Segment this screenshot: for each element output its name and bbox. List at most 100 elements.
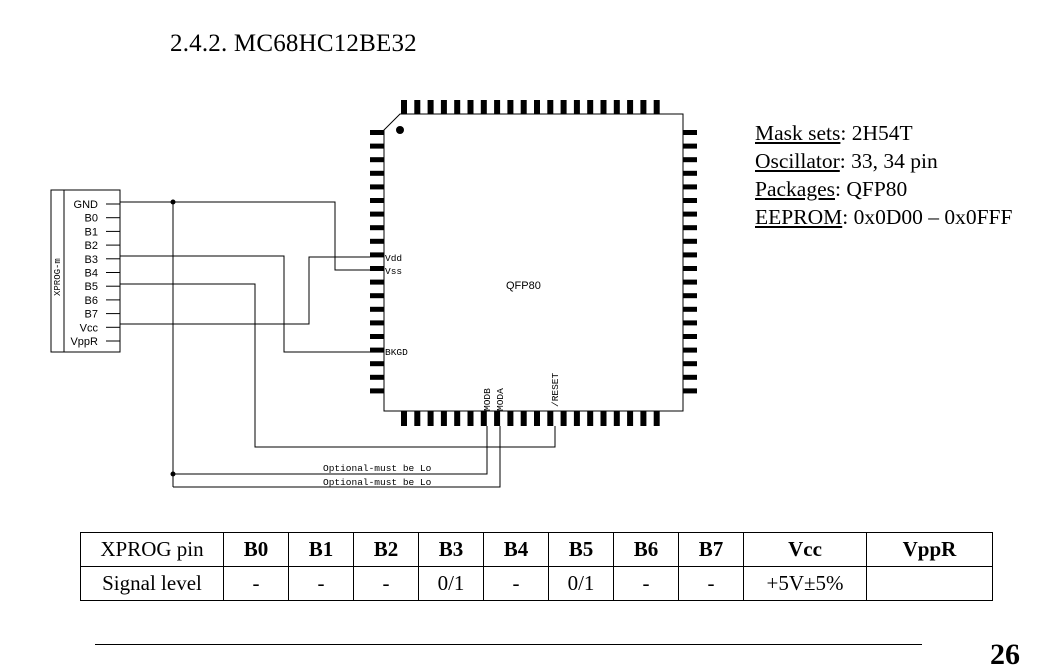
chip-pin-top [600,100,607,114]
table-cell: B0 [223,532,289,567]
info-oscillator: Oscillator: 33, 34 pin [755,147,1012,175]
chip-pin-left [370,374,384,380]
table-cell: 0/1 [548,566,614,601]
table-cell: - [613,566,679,601]
info-mask-sets: Mask sets: 2H54T [755,119,1012,147]
pin-label-reset: /RESET [550,372,561,407]
chip-pin-left [370,361,384,367]
chip-pin-top [520,100,527,114]
chip-pin-right [683,157,697,163]
chip-pin-bottom [587,411,594,426]
signal-level-table: XPROG pin B0 B1 B2 B3 B4 B5 B6 B7 Vcc Vp… [80,532,993,601]
chip-pin-right [683,198,697,203]
connector-pin-label: B0 [85,213,98,225]
chip-pin-left [370,238,384,244]
chip-pin-right [683,306,697,312]
info-key: EEPROM [755,205,843,229]
table-cell [866,566,993,601]
pin-label-vss: Vss [385,266,402,277]
info-eeprom: EEPROM: 0x0D00 – 0x0FFF [755,203,1012,231]
table-cell: - [678,566,744,601]
table-cell: VppR [866,532,993,567]
chip-pin-bottom [560,411,567,426]
pin-label-modb: MODB [482,388,493,411]
chip-pin-right [683,225,697,231]
note-moda: Optional-must be Lo [323,477,432,488]
chip-pin-bottom [414,411,421,426]
pin-label-vdd: Vdd [385,253,402,264]
section-heading: 2.4.2. MC68HC12BE32 [170,30,417,57]
table-cell: - [483,566,549,601]
chip-pin-top [613,100,620,114]
chip-pin-left [370,198,384,203]
info-packages: Packages: QFP80 [755,175,1012,203]
info-key: Oscillator [755,149,840,173]
table-cell: B4 [483,532,549,567]
junction-dot [170,471,176,477]
chip-pin-right [683,347,697,353]
chip-pin-bottom [547,411,554,426]
chip-pin-right [683,252,697,258]
chip-pin-left [370,334,384,339]
chip-pin-bottom [534,411,540,426]
chip-pin-right [683,388,697,394]
chip-pin-right [683,374,697,380]
info-key: Mask sets [755,121,841,145]
table-cell: - [223,566,289,601]
table-cell: - [353,566,419,601]
chip-pin-right [683,170,697,176]
table-cell: Signal level [80,566,224,601]
chip-pin-top [587,100,594,114]
chip-pin-bottom [467,411,474,426]
chip-pin-left [370,157,384,163]
wire-vcc-vdd [120,256,370,325]
chip-pin-bottom [480,411,487,426]
chip-pin-top [480,100,487,114]
chip-pin-right [683,266,697,271]
table-cell: B6 [613,532,679,567]
info-value: : 2H54T [840,121,913,145]
wire-gnd-vss [120,201,370,271]
chip-pin-left [370,306,384,312]
chip-pin-left [370,211,384,217]
chip-pin-bottom [507,411,514,426]
junction-dot [170,199,176,205]
chip-pin-bottom [454,411,461,426]
pin1-marker [396,126,404,134]
info-value: : 0x0D00 – 0x0FFF [842,205,1013,229]
table-cell: - [288,566,354,601]
pin-label-moda: MODA [495,388,506,411]
connector-pin-label: B1 [85,226,98,238]
info-key: Packages [755,177,835,201]
chip-pin-left [370,388,384,394]
connector-pin-label: B5 [85,281,98,293]
table-header-row: XPROG pin B0 B1 B2 B3 B4 B5 B6 B7 Vcc Vp… [80,532,993,567]
wire-b3-bkgd [120,255,370,353]
table-cell: B1 [288,532,354,567]
table-row: Signal level - - - 0/1 - 0/1 - - +5V±5% [80,566,993,601]
chip-pin-top [560,100,567,114]
connector-pin-label: B6 [85,295,98,307]
chip-pin-bottom [440,411,447,426]
chip-pin-top [414,100,421,114]
footer-rule [95,644,922,645]
connector-pin-label: Vcc [80,322,99,334]
connector-label: XPROG-m [53,258,63,296]
chip-pin-right [683,238,697,244]
chip-pin-right [683,130,697,135]
chip-info: Mask sets: 2H54T Oscillator: 33, 34 pin … [755,119,1012,231]
chip-pin-right [683,293,697,299]
connector-pin-label: B2 [85,240,98,252]
chip-pin-left [370,279,384,285]
table-cell: 0/1 [418,566,484,601]
table-cell: B5 [548,532,614,567]
chip-pin-right [683,184,697,190]
chip-pin-left [370,225,384,231]
wire-gnd-moda [173,426,501,488]
chip-pin-bottom [401,411,407,426]
info-value: : QFP80 [835,177,908,201]
chip-pin-top [467,100,474,114]
chip-pin-bottom [627,411,634,426]
chip-pin-top [653,100,660,114]
